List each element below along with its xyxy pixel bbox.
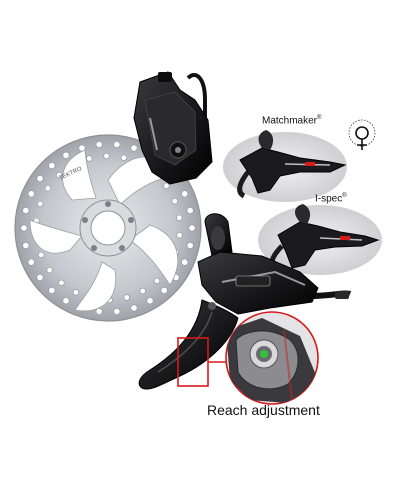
rotor-hole: [58, 279, 65, 287]
rotor-hole: [48, 162, 56, 170]
registered-mark: ®: [342, 193, 347, 199]
rotor-hole: [160, 286, 168, 294]
rotor-hole: [37, 200, 44, 207]
rotor-hole: [95, 141, 103, 149]
rotor-hole: [163, 182, 170, 189]
brake-lever: [138, 213, 352, 390]
rotor-hole: [113, 141, 121, 149]
rotor-hole: [153, 277, 160, 285]
matchmaker-text: Matchmaker: [262, 115, 318, 127]
rotor-hole: [146, 297, 154, 305]
rotor-hole: [188, 224, 196, 232]
registered-mark: ®: [317, 115, 322, 121]
rotor-hole: [22, 242, 30, 250]
rotor-hole: [171, 198, 178, 205]
matchmaker-inset: [223, 130, 347, 202]
rotor-hole: [36, 273, 44, 281]
rotor-cutouts: [29, 149, 178, 312]
rotor-hole: [181, 190, 189, 198]
rotor-hole: [36, 175, 44, 183]
rotor-hole: [22, 207, 30, 215]
reach-callout: [177, 311, 319, 405]
matchmaker-label: Matchmaker®: [262, 115, 321, 126]
rotor-hole: [62, 297, 70, 305]
rotor-hole: [181, 258, 189, 266]
ispec-inset: [258, 204, 382, 275]
rotor-hole: [46, 267, 53, 274]
rotor-hole: [176, 214, 183, 221]
rotor-hole: [27, 258, 35, 266]
rotor-hole: [38, 251, 45, 258]
rotor-hole: [44, 185, 52, 192]
brake-caliper: [133, 71, 213, 185]
reach-adjustment-label: Reach adjustment: [207, 402, 320, 418]
rotor-hole: [27, 190, 35, 198]
disc-rotor: TEKTRO: [14, 134, 202, 322]
rotor-hole: [72, 289, 79, 296]
rotor-hole: [86, 155, 93, 162]
reach-indicator-icon: [260, 350, 268, 358]
rotor-hole: [20, 224, 28, 232]
rotor-hole: [103, 152, 110, 160]
ispec-text: I-spec: [315, 193, 343, 205]
rotor-hole: [123, 294, 130, 301]
rotor-hole: [48, 286, 56, 294]
rotor-hole: [139, 287, 146, 295]
rotor-hole: [186, 207, 194, 215]
rotor-hole: [176, 232, 183, 239]
rotor-hole: [130, 304, 138, 312]
rotor-hole: [62, 151, 70, 159]
ispec-label: I-spec®: [315, 193, 347, 204]
rotor-hole: [130, 144, 138, 152]
rotor-hole: [120, 154, 127, 161]
rotor-hole: [55, 172, 63, 179]
rotor-hole: [113, 307, 121, 315]
female-symbol-icon: [348, 119, 376, 150]
rotor-bolts: [82, 201, 134, 251]
rotor-hole: [186, 242, 194, 250]
